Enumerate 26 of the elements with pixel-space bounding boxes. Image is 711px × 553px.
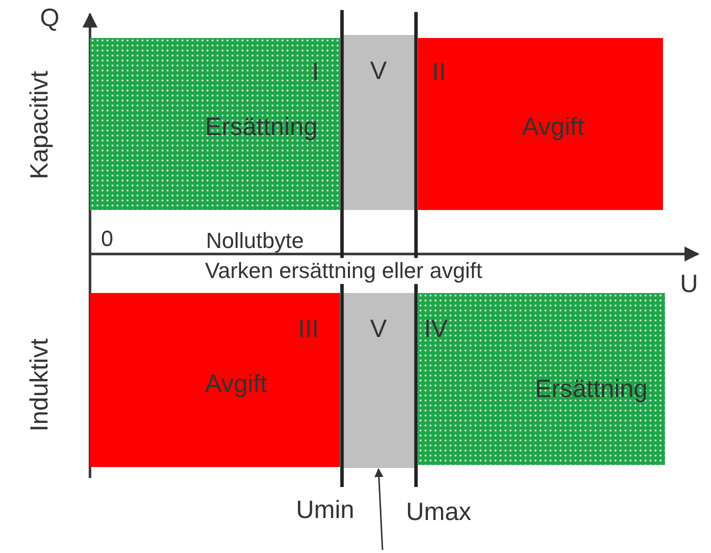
zone-label: Ersättning (205, 113, 318, 142)
zone-label: Avgift (522, 113, 584, 142)
axis-label: Induktivt (26, 338, 54, 432)
zone-numeral: IV (424, 315, 448, 344)
zone-label: Avgift (205, 370, 268, 399)
region-label: Nollutbyte (206, 228, 304, 254)
axis-label: Kapacitivt (26, 70, 54, 180)
threshold-label: Umin (296, 496, 354, 525)
zone-numeral: V (370, 57, 387, 86)
zone-label: Ersättning (535, 375, 648, 404)
axis-label: U (680, 270, 698, 299)
zone-area (342, 35, 415, 210)
zone-area (418, 38, 663, 210)
zone-numeral: I (312, 58, 319, 87)
region-label: Varken ersättning eller avgift (205, 258, 482, 284)
arrow (374, 468, 384, 550)
threshold-label: Umax (406, 498, 472, 527)
zone-area (90, 293, 340, 467)
axis-label: Q (40, 4, 60, 33)
zone-numeral: II (432, 58, 446, 87)
zone-area (90, 38, 340, 210)
zone-numeral: V (370, 315, 387, 344)
zone-numeral: III (298, 315, 319, 344)
zone-area (418, 293, 665, 465)
origin-label: 0 (101, 226, 114, 252)
zone-area (342, 293, 415, 468)
